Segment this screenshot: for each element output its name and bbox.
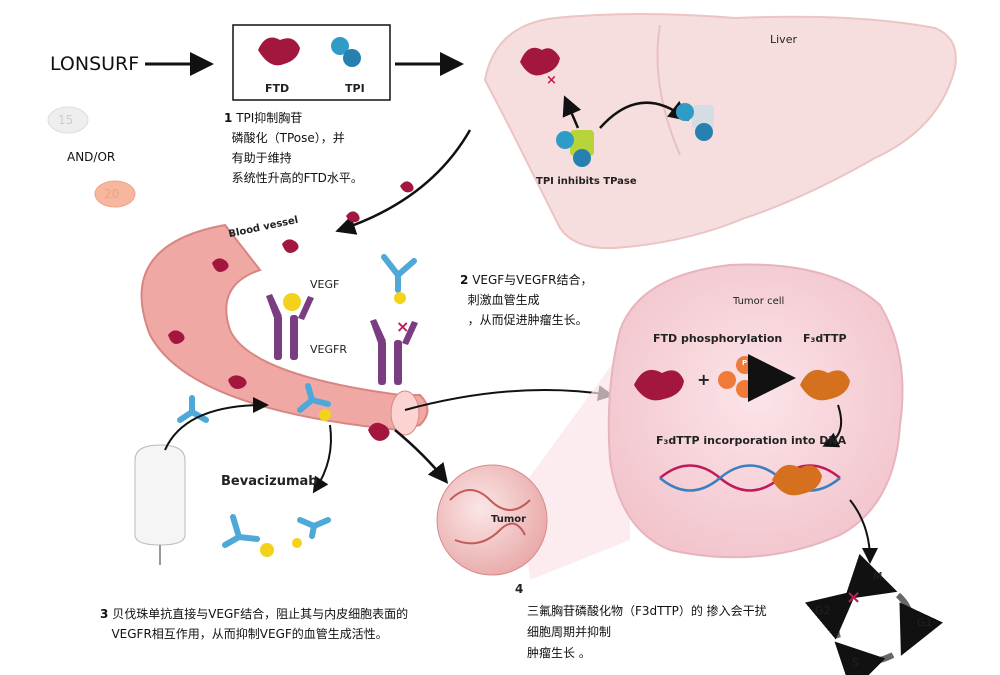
cell-cycle-icon <box>804 553 943 675</box>
f3dttp-incorporation-label: F₃dTTP incorporation into DNA <box>656 434 847 447</box>
tpase-complex-icon <box>676 103 714 141</box>
step1-note: 1 TPI抑制胸苷 磷酸化（TPose），并 有助于维持 系统性升高的FTD水平… <box>224 111 363 185</box>
vegfr-label: VEGFR <box>310 343 347 356</box>
f3dttp-molecule-icon <box>800 369 850 401</box>
ftd-label: FTD <box>265 82 290 95</box>
ftd-liver-icon <box>520 47 560 76</box>
phosphate-label: P <box>742 359 748 367</box>
inhibit-x-icon: × <box>396 317 409 336</box>
ftd-phosphorylation-label: FTD phosphorylation <box>653 332 783 345</box>
vegfr-receptor-icon <box>266 294 418 385</box>
step4-note: 三氟胸苷磷酸化物（F3dTTP）的 掺入会干扰 细胞周期并抑制 肿瘤生长 。 <box>527 604 767 660</box>
vegf-label: VEGF <box>310 278 340 291</box>
blood-vessel <box>140 223 429 432</box>
step4-number: 4 <box>515 582 524 596</box>
bevacizumab-label: Bevacizumab <box>221 474 318 489</box>
tablet-20-icon <box>94 180 136 208</box>
iv-bag-icon <box>134 444 186 546</box>
drug-name: LONSURF <box>50 53 140 75</box>
cell-cycle-g2-label: G2 <box>815 604 831 617</box>
step3-note: 3 贝伐珠单抗直接与VEGF结合，阻止其与内皮细胞表面的 VEGFR相互作用，从… <box>100 607 409 641</box>
tablet-15-label: 15 <box>58 113 74 127</box>
liver-label: Liver <box>770 33 797 46</box>
plus-sign: + <box>697 370 711 389</box>
tpi-tpase-complex-icon <box>556 130 594 167</box>
cell-cycle-g1-label: G1 <box>917 616 933 629</box>
tablet-15-icon <box>47 106 89 134</box>
tablet-20-label: 20 <box>104 187 120 201</box>
f3dttp-dna-icon <box>772 464 822 496</box>
step2-note: 2 VEGF与VEGFR结合， 刺激血管生成 ，从而促进肿瘤生长。 <box>460 273 593 327</box>
inhibit-x-icon: × <box>846 587 861 608</box>
tumor-label: Tumor <box>491 514 527 525</box>
cell-cycle-m-label: M <box>873 570 883 583</box>
and-or-label: AND/OR <box>67 150 116 164</box>
vegf-ligand-icon <box>283 293 301 311</box>
tumor-cell-label: Tumor cell <box>733 296 785 307</box>
ftd-in-vessel-icons <box>168 181 414 441</box>
tpi-molecule-icon <box>331 37 361 67</box>
f3dttp-label: F₃dTTP <box>803 332 847 345</box>
cell-cycle-s-label: S <box>852 656 859 669</box>
ftd-molecule-icon <box>258 37 300 66</box>
inhibit-x-icon: × <box>546 73 557 88</box>
liver-shape <box>483 13 957 250</box>
tpi-label: TPI <box>345 82 365 95</box>
components-box <box>232 24 391 101</box>
tpi-inhibits-tpase-label: TPI inhibits TPase <box>536 176 637 187</box>
tumor-sphere <box>436 464 548 576</box>
ftd-cell-icon <box>634 369 684 401</box>
